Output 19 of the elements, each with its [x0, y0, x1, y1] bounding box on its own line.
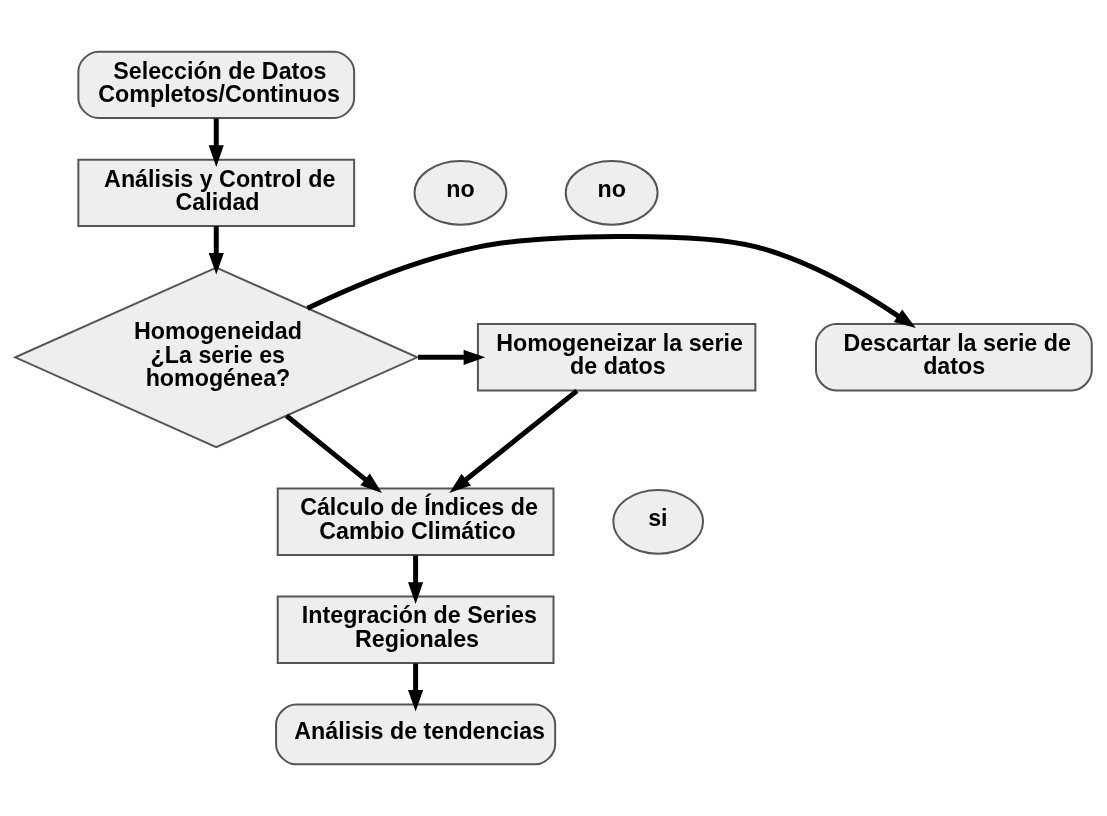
node-ellipse: no	[413, 160, 508, 226]
node-box: Descartar la serie de datos	[815, 323, 1093, 392]
arrow	[408, 663, 424, 712]
arrow	[449, 388, 579, 494]
node-box: Análisis y Control de Calidad	[77, 158, 356, 228]
node-box: Selección de Datos Completos/Continuos	[77, 50, 356, 120]
node-box: Integración de Series Regionales	[276, 595, 555, 664]
node-diamond: Homogeneidad ¿La serie es homogénea?	[12, 266, 420, 449]
arrow	[306, 234, 916, 329]
node-box: Análisis de tendencias	[275, 703, 557, 766]
arrow	[208, 118, 224, 167]
node-box: Cálculo de Índices de Cambio Climático	[276, 487, 555, 557]
arrow	[284, 413, 382, 493]
arrow	[408, 555, 424, 604]
arrow	[208, 226, 224, 275]
node-ellipse: si	[612, 488, 704, 555]
node-ellipse: no	[564, 160, 659, 226]
arrow	[418, 349, 486, 365]
node-box: Homogeneizar la serie de datos	[476, 323, 757, 392]
